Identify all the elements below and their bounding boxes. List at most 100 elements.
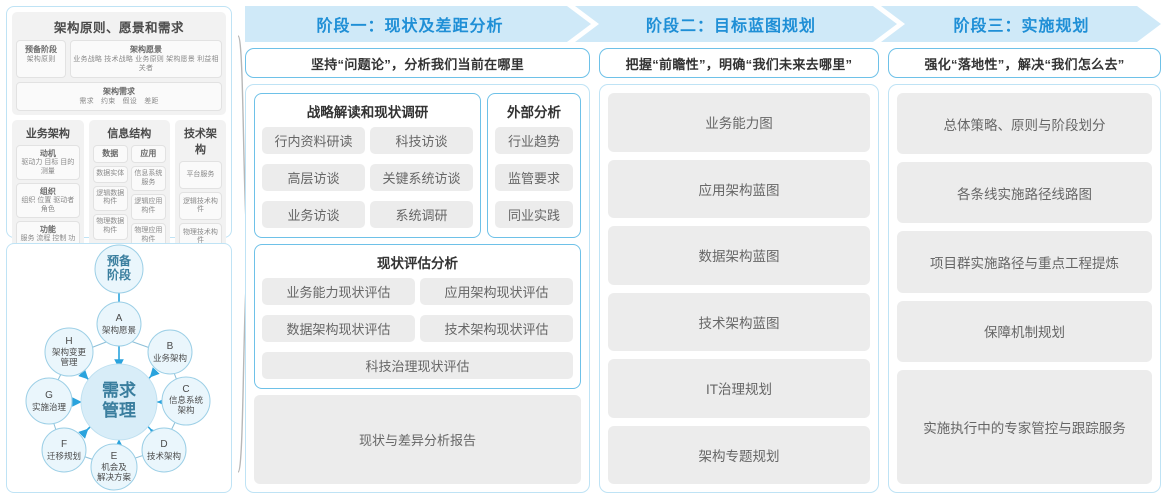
information-structure-column: 信息结构 数据 数据实体 逻辑数据构件 物理数据构件 应用 信息系统服务 逻辑应… — [88, 120, 170, 261]
svg-text:D: D — [160, 439, 167, 450]
block-impl-0[interactable]: 总体策略、原则与阶段划分 — [897, 93, 1152, 155]
data-subcolumn: 数据 数据实体 逻辑数据构件 物理数据构件 — [92, 145, 128, 248]
block-blueprint-2[interactable]: 数据架构蓝图 — [608, 226, 870, 285]
block-impl-3[interactable]: 保障机制规划 — [897, 300, 1152, 362]
information-structure-head: 信息结构 — [107, 128, 152, 141]
block-impl-2[interactable]: 项目群实施路径与重点工程提炼 — [897, 231, 1152, 293]
platform-service-item: 平台服务 — [178, 161, 222, 190]
chip-research-2[interactable]: 高层访谈 — [262, 164, 365, 191]
stage-3-body: 总体策略、原则与阶段划分 各条线实施路径线路图 项目群实施路径与重点工程提炼 保… — [888, 84, 1161, 493]
external-analysis-title: 外部分析 — [507, 105, 561, 120]
stage-1-banner: 坚持“问题论”，分析我们当前在哪里 — [245, 48, 590, 78]
vision-sub: 业务战略 技术战略 业务原则 架构愿景 利益相关者 — [73, 56, 219, 73]
chip-external-0[interactable]: 行业趋势 — [495, 127, 573, 154]
block-blueprint-1[interactable]: 应用架构蓝图 — [608, 159, 870, 218]
stage-2-banner: 把握“前瞻性”，明确“我们未来去哪里” — [599, 48, 879, 78]
data-head-item: 数据 — [92, 145, 128, 163]
external-analysis-group: 外部分析 行业趋势 监管要求 同业实践 — [487, 93, 581, 238]
svg-text:管理: 管理 — [60, 357, 78, 367]
external-analysis-chips: 行业趋势 监管要求 同业实践 — [495, 127, 573, 233]
chevron-band-icon — [245, 6, 1161, 42]
information-subcolumns: 数据 数据实体 逻辑数据构件 物理数据构件 应用 信息系统服务 逻辑应用构件 物… — [92, 145, 166, 249]
svg-text:机会及: 机会及 — [101, 462, 127, 472]
chip-research-0[interactable]: 行内资料研读 — [262, 127, 365, 154]
svg-text:解决方案: 解决方案 — [97, 472, 132, 482]
stage-3-header: 阶段三：实施规划 — [953, 18, 1090, 35]
svg-text:H: H — [65, 336, 72, 347]
svg-text:阶段: 阶段 — [107, 267, 132, 282]
stage-2-column[interactable]: 把握“前瞻性”，明确“我们未来去哪里” 业务能力图 应用架构蓝图 数据架构蓝图 … — [599, 48, 879, 493]
stage-1-header: 阶段一：现状及差距分析 — [316, 18, 504, 35]
strategy-research-box: 战略解读和现状调研 行内资料研读 科技访谈 高层访谈 关键系统访谈 业务访谈 系… — [254, 93, 481, 238]
stage-header-band: 阶段一：现状及差距分析 阶段二：目标蓝图规划 阶段三：实施规划 — [245, 6, 1161, 42]
architecture-vision-cell: 架构愿景 业务战略 技术战略 业务原则 架构愿景 利益相关者 — [70, 40, 222, 79]
block-blueprint-0[interactable]: 业务能力图 — [608, 93, 870, 152]
architecture-requirements-cell: 架构需求 需求 约束 假设 差距 — [16, 82, 222, 112]
chip-assess-3[interactable]: 技术架构现状评估 — [420, 315, 573, 342]
chip-research-1[interactable]: 科技访谈 — [370, 127, 473, 154]
svg-text:B: B — [167, 341, 174, 352]
svg-text:迁移规划: 迁移规划 — [47, 451, 81, 461]
left-column: 架构原则、愿景和需求 预备阶段 架构原则 架构愿景 业务战略 技术战略 业务原则… — [6, 6, 251, 493]
stage-2-header: 阶段二：目标蓝图规划 — [645, 18, 816, 35]
svg-text:管理: 管理 — [102, 400, 136, 420]
block-blueprint-4[interactable]: IT治理规划 — [608, 359, 870, 418]
chip-research-5[interactable]: 系统调研 — [370, 201, 473, 228]
stage-2-blocks: 业务能力图 应用架构蓝图 数据架构蓝图 技术架构蓝图 IT治理规划 架构专题规划 — [608, 93, 870, 484]
external-analysis-box: 外部分析 行业趋势 监管要求 同业实践 — [487, 93, 581, 238]
svg-text:A: A — [116, 313, 123, 324]
chip-external-2[interactable]: 同业实践 — [495, 201, 573, 228]
prep-phase-head: 预备阶段 — [25, 45, 57, 54]
svg-text:E: E — [111, 451, 118, 462]
logical-tech-item: 逻辑技术构件 — [178, 192, 222, 221]
prep-phase-sub: 架构原则 — [26, 56, 56, 63]
logical-app-item: 逻辑应用构件 — [130, 194, 166, 220]
svg-text:预备: 预备 — [107, 253, 132, 268]
stages-area: 阶段一：现状及差距分析 阶段二：目标蓝图规划 阶段三：实施规划 坚持“问题论”，… — [245, 6, 1161, 493]
technology-architecture-head: 技术架构 — [183, 128, 217, 157]
stage-3-column[interactable]: 强化“落地性”，解决“我们怎么去” 总体策略、原则与阶段划分 各条线实施路径线路… — [888, 48, 1161, 493]
requirements-sub: 需求 约束 假设 差距 — [79, 98, 159, 106]
application-head-item: 应用 — [130, 145, 166, 163]
current-assessment-chips: 业务能力现状评估 应用架构现状评估 数据架构现状评估 技术架构现状评估 科技治理… — [262, 278, 573, 384]
block-impl-1[interactable]: 各条线实施路径线路图 — [897, 162, 1152, 224]
block-blueprint-5[interactable]: 架构专题规划 — [608, 425, 870, 484]
stage-1-column[interactable]: 坚持“问题论”，分析我们当前在哪里 战略解读和现状调研 行内资料研读 科技访谈 … — [245, 48, 590, 493]
chip-assess-0[interactable]: 业务能力现状评估 — [262, 278, 415, 305]
stage-1-body: 战略解读和现状调研 行内资料研读 科技访谈 高层访谈 关键系统访谈 业务访谈 系… — [245, 84, 590, 493]
svg-text:F: F — [61, 439, 67, 450]
application-subcolumn: 应用 信息系统服务 逻辑应用构件 物理应用构件 — [130, 145, 166, 249]
chip-research-4[interactable]: 业务访谈 — [262, 201, 365, 228]
prep-phase-cell: 预备阶段 架构原则 — [16, 40, 66, 79]
svg-text:架构愿景: 架构愿景 — [102, 325, 136, 335]
svg-text:业务架构: 业务架构 — [153, 353, 187, 363]
motivation-item: 动机 驱动力 目标 目的 测量 — [16, 145, 80, 181]
gap-analysis-report-block[interactable]: 现状与差异分析报告 — [254, 395, 581, 484]
chip-external-1[interactable]: 监管要求 — [495, 164, 573, 191]
physical-data-item: 物理数据构件 — [92, 214, 128, 240]
adm-cycle-diagram: 需求 管理 预备 阶段 A 架构愿景 B 业务架构 C 信息系统 架构 — [25, 244, 211, 491]
svg-text:G: G — [45, 390, 53, 401]
chip-assess-governance[interactable]: 科技治理现状评估 — [262, 352, 573, 379]
chip-research-3[interactable]: 关键系统访谈 — [370, 164, 473, 191]
current-assessment-box: 现状评估分析 业务能力现状评估 应用架构现状评估 数据架构现状评估 技术架构现状… — [254, 244, 581, 389]
svg-text:C: C — [182, 384, 189, 395]
business-architecture-column: 业务架构 动机 驱动力 目标 目的 测量 组织 组织 位置 驱动者 角色 功能 … — [12, 120, 84, 261]
principles-vision-row: 预备阶段 架构原则 架构愿景 业务战略 技术战略 业务原则 架构愿景 利益相关者 — [16, 40, 222, 79]
requirements-head: 架构需求 — [103, 87, 135, 97]
togaf-domain-columns: 业务架构 动机 驱动力 目标 目的 测量 组织 组织 位置 驱动者 角色 功能 … — [12, 120, 226, 261]
block-blueprint-3[interactable]: 技术架构蓝图 — [608, 292, 870, 351]
strategy-research-chips: 行内资料研读 科技访谈 高层访谈 关键系统访谈 业务访谈 系统调研 — [262, 127, 473, 233]
svg-text:信息系统: 信息系统 — [169, 395, 204, 405]
stage-1-top-row: 战略解读和现状调研 行内资料研读 科技访谈 高层访谈 关键系统访谈 业务访谈 系… — [254, 93, 581, 238]
current-assessment-title: 现状评估分析 — [377, 256, 458, 271]
block-impl-4[interactable]: 实施执行中的专家管控与跟踪服务 — [897, 369, 1152, 485]
adm-cycle-panel: 需求 管理 预备 阶段 A 架构愿景 B 业务架构 C 信息系统 架构 — [6, 243, 232, 493]
chip-assess-1[interactable]: 应用架构现状评估 — [420, 278, 573, 305]
stage-3-blocks: 总体策略、原则与阶段划分 各条线实施路径线路图 项目群实施路径与重点工程提炼 保… — [897, 93, 1152, 485]
chip-assess-2[interactable]: 数据架构现状评估 — [262, 315, 415, 342]
technology-architecture-column: 技术架构 平台服务 逻辑技术构件 物理技术构件 — [174, 120, 226, 261]
architecture-principles-group: 架构原则、愿景和需求 预备阶段 架构原则 架构愿景 业务战略 技术战略 业务原则… — [12, 12, 226, 116]
svg-text:实施治理: 实施治理 — [32, 402, 67, 412]
